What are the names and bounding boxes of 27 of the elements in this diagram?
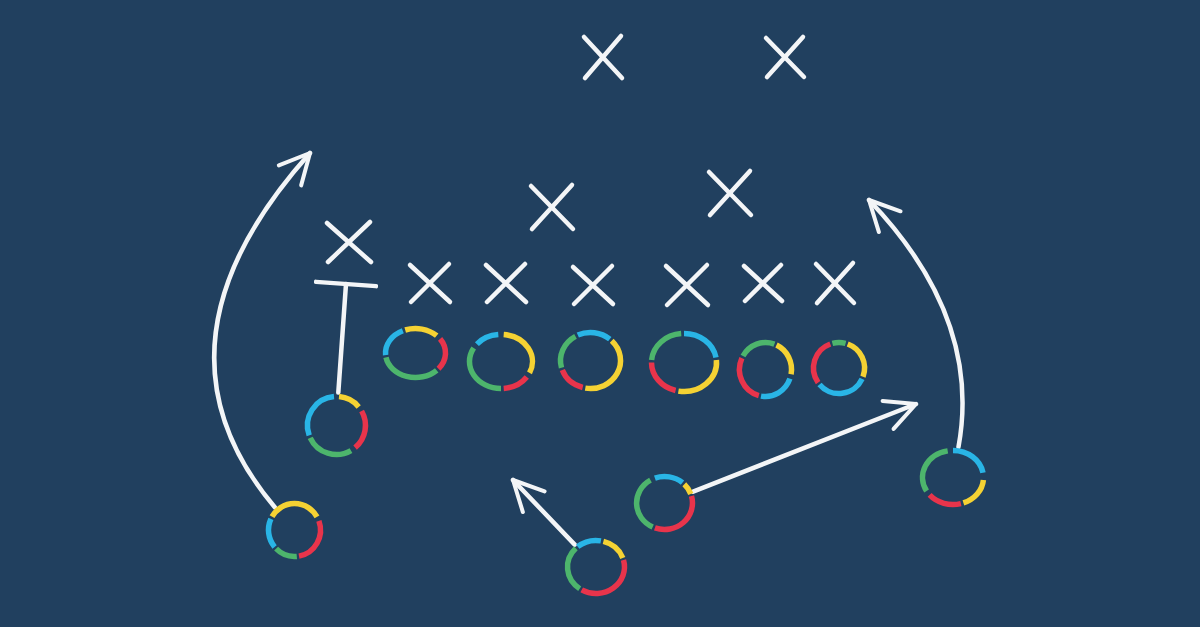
- circle-mark: [648, 329, 720, 395]
- block-line: [313, 279, 379, 395]
- x-mark: [323, 218, 375, 266]
- arrow: [510, 477, 577, 547]
- arrow: [690, 399, 919, 494]
- x-mark: [482, 260, 530, 306]
- x-mark: [762, 33, 808, 81]
- x-mark: [527, 181, 577, 233]
- x-mark: [705, 167, 755, 219]
- circle-mark: [303, 392, 369, 458]
- arrow: [212, 150, 313, 510]
- x-mark: [812, 259, 858, 307]
- circle-mark: [632, 473, 696, 533]
- circle-mark: [264, 500, 324, 560]
- x-mark: [580, 32, 626, 82]
- x-mark: [662, 261, 712, 309]
- x-mark: [569, 262, 617, 308]
- circle-mark: [919, 446, 987, 508]
- circle-mark: [810, 339, 868, 397]
- x-mark: [740, 261, 786, 305]
- x-mark: [406, 260, 454, 306]
- circle-mark: [735, 338, 795, 400]
- circle-mark: [564, 537, 628, 597]
- circle-mark: [556, 328, 624, 392]
- circle-mark: [381, 325, 449, 381]
- arrow: [866, 197, 965, 450]
- circle-mark: [466, 330, 536, 392]
